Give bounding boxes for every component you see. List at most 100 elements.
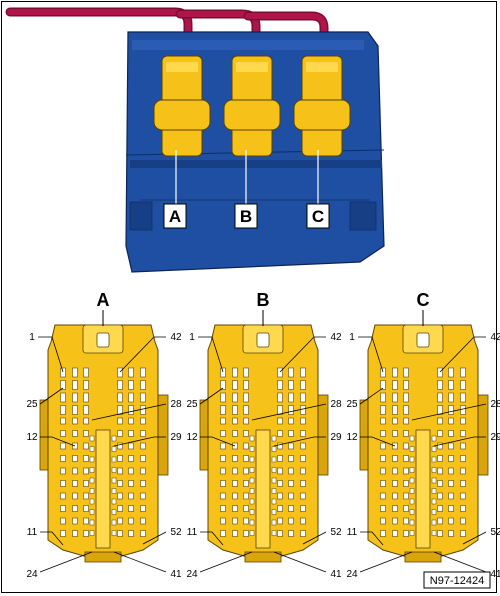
pin-cavity <box>89 446 95 452</box>
pin-cavity <box>448 480 454 487</box>
pin-cavity <box>300 517 306 525</box>
pin-cavity <box>392 467 398 475</box>
pin-cavity <box>117 417 123 425</box>
pin-cavity <box>60 455 66 462</box>
pin-cavity <box>380 367 386 378</box>
pin-cavity <box>403 430 409 437</box>
pin-cavity <box>243 417 249 425</box>
callout-line <box>433 436 486 447</box>
callout-line <box>39 551 93 573</box>
pin-cavity <box>220 367 226 378</box>
pin-cavity <box>140 417 146 425</box>
pin-cavity <box>437 530 443 537</box>
pin-cavity <box>117 442 123 450</box>
pin-cavity <box>60 480 66 487</box>
pin-cavity <box>89 498 95 505</box>
callout-line <box>199 387 224 405</box>
pin-cavity <box>288 430 294 437</box>
pin-cavity <box>128 530 134 537</box>
pin-cavity <box>277 530 283 537</box>
pin-cavity <box>460 442 466 450</box>
pin-label-mid-left: 25 <box>26 399 38 410</box>
pin-cavity <box>60 367 66 378</box>
pin-cavity <box>60 430 66 437</box>
connector-title: B <box>257 290 270 310</box>
pin-cavity <box>271 519 277 526</box>
pin-cavity <box>220 492 226 500</box>
pin-cavity <box>300 367 306 378</box>
callout-line <box>38 336 64 373</box>
pin-cavity <box>72 467 78 475</box>
pin-cavity <box>277 505 283 512</box>
pin-cavity <box>128 380 134 390</box>
plug-c <box>293 55 351 157</box>
pin-cavity <box>437 392 443 403</box>
pin-cavity <box>140 430 146 437</box>
pin-cavity <box>460 467 466 475</box>
pin-cavity <box>277 367 283 378</box>
pin-cavity <box>288 480 294 487</box>
pin-label-top-right: 42 <box>170 332 182 343</box>
pin-cavity <box>220 417 226 425</box>
pin-cavity <box>72 380 78 390</box>
callout-line <box>113 436 166 447</box>
pin-cavity <box>72 367 78 378</box>
pin-label-top-right: 42 <box>490 332 500 343</box>
pin-cavity <box>437 492 443 500</box>
pin-cavity <box>117 480 123 487</box>
latch-window <box>256 332 270 348</box>
pin-label-bottom-left: 11 <box>27 527 38 538</box>
callout-line <box>273 436 326 447</box>
pin-cavity <box>380 517 386 525</box>
pin-cavity <box>448 442 454 450</box>
pin-cavity <box>111 498 117 505</box>
pin-cavity <box>140 392 146 403</box>
pin-cavity <box>392 517 398 525</box>
pin-cavity <box>117 505 123 512</box>
pin-cavity <box>249 519 255 526</box>
callout-line <box>39 387 64 405</box>
pin-cavity <box>243 492 249 500</box>
pin-cavity <box>380 467 386 475</box>
pin-cavity <box>232 492 238 500</box>
pin-cavity <box>300 480 306 487</box>
pin-cavity <box>392 392 398 403</box>
pin-cavity <box>220 467 226 475</box>
callout-line <box>199 551 253 573</box>
pin-label-top-right: 42 <box>330 332 342 343</box>
pin-cavity <box>60 492 66 500</box>
pin-cavity <box>232 405 238 415</box>
pin-cavity <box>277 492 283 500</box>
wire-harness <box>5 7 329 65</box>
pin-label-lower-right: 29 <box>170 432 182 443</box>
pin-cavity <box>83 380 89 390</box>
pin-cavity <box>249 509 255 515</box>
latch-window <box>96 332 110 348</box>
pin-cavity <box>392 530 398 537</box>
pin-cavity <box>300 492 306 500</box>
label-box-c: C <box>306 203 330 229</box>
pin-cavity <box>72 505 78 512</box>
reference-box: N97-12424 <box>423 571 491 589</box>
pin-label-mid-right: 28 <box>330 399 342 410</box>
pin-cavity <box>380 430 386 437</box>
pin-cavity <box>72 417 78 425</box>
pin-cavity <box>460 505 466 512</box>
pin-cavity <box>60 392 66 403</box>
pin-cavity <box>403 467 409 475</box>
pin-cavity <box>380 455 386 462</box>
pin-cavity <box>403 392 409 403</box>
pin-cavity <box>288 517 294 525</box>
pin-cavity <box>128 392 134 403</box>
pin-cavity <box>448 367 454 378</box>
pin-label-foot-right: 41 <box>170 569 182 580</box>
pin-cavity <box>89 477 95 484</box>
pin-cavity <box>300 455 306 462</box>
label-box-a-text: A <box>169 207 181 226</box>
pin-cavity <box>448 380 454 390</box>
pin-cavity <box>128 430 134 437</box>
pin-cavity <box>392 367 398 378</box>
pin-cavity <box>409 446 415 452</box>
